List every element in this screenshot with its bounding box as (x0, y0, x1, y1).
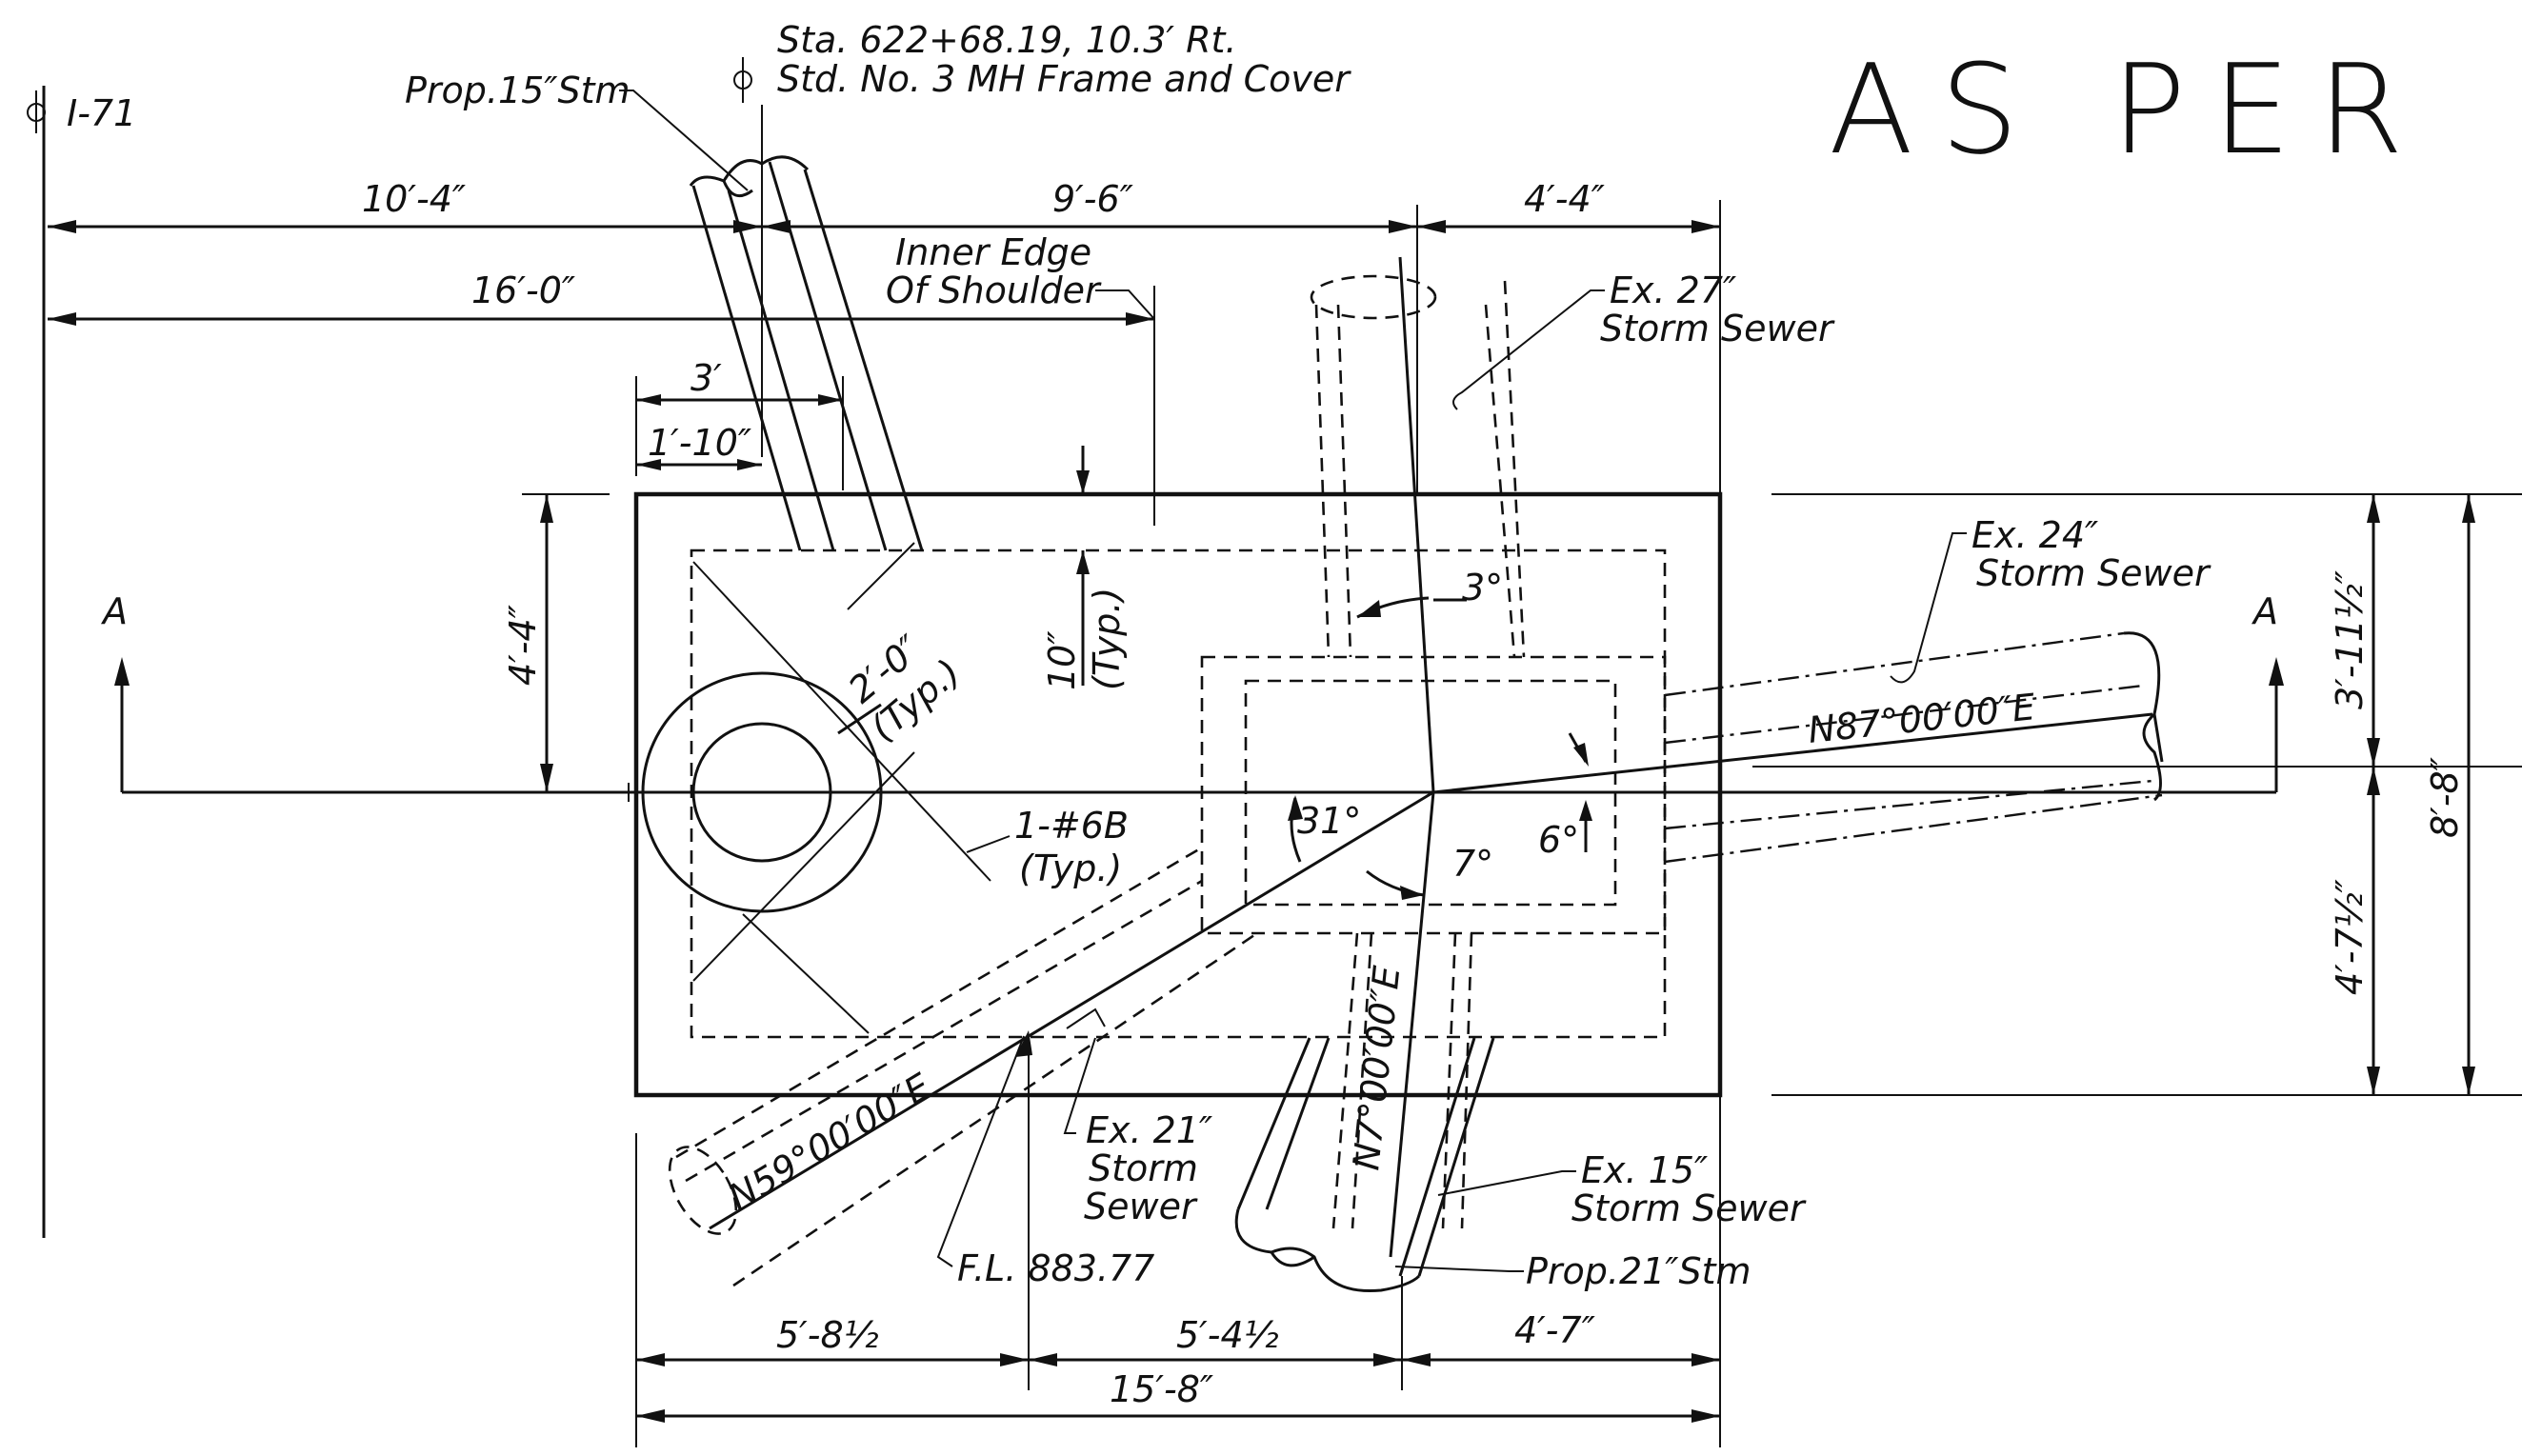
angle-31: 31° (1297, 800, 1361, 842)
ex24-label-line1: Ex. 24″ (1972, 514, 2098, 556)
manhole-centerline-icon (733, 57, 752, 103)
section-marker-right: A (2251, 590, 2278, 632)
section-marker-left: A (100, 590, 128, 632)
dim-8-8: 8′-8″ (2424, 757, 2466, 838)
prop-15-stm-label: Prop.15″Stm (405, 70, 630, 111)
ex15-label-line1: Ex. 15″ (1581, 1149, 1708, 1191)
station-text: Sta. 622+68.19, 10.3′ Rt. (777, 19, 1236, 61)
dim-5-4-half: 5′-4½ (1176, 1314, 1279, 1356)
ex27-label-line1: Ex. 27″ (1610, 269, 1736, 311)
dim-15-8: 15′-8″ (1110, 1368, 1213, 1410)
flow-line-label: F.L. 883.77 (957, 1247, 1154, 1289)
prop-21-stm-label: Prop.21″Stm (1526, 1250, 1751, 1292)
angle-6: 6° (1538, 819, 1579, 861)
inner-edge-line2: Of Shoulder (886, 269, 1102, 311)
centerline-label: I-71 (67, 92, 136, 134)
frame-cover-text: Std. No. 3 MH Frame and Cover (777, 58, 1351, 100)
angle-3: 3° (1462, 567, 1503, 608)
station-header: Sta. 622+68.19, 10.3′ Rt. Std. No. 3 MH … (733, 19, 1351, 103)
prop-21-storm-pipe: Prop.21″Stm (1234, 1037, 1751, 1293)
prop-15-storm-pipe: Prop.15″Stm (405, 70, 924, 551)
dim-9-6: 9′-6″ (1052, 178, 1133, 220)
dim-10-4: 10′-4″ (362, 178, 466, 220)
bottom-dimensions: 5′-8½ 5′-4½ 4′-7″ 15′-8″ (635, 1047, 1720, 1447)
ex24-label-line2: Storm Sewer (1976, 552, 2212, 594)
rebar-label-line1: 1-#6B (1014, 805, 1129, 847)
dim-5-8-half: 5′-8½ (776, 1314, 879, 1356)
dim-3: 3′ (691, 357, 722, 399)
wall-thickness: 10″ (Typ.) (1041, 446, 1128, 690)
dim-4-4-top: 4′-4″ (1524, 178, 1605, 220)
manhole-riser: 2′-0″ (Typ.) 1-#6B (Typ.) (641, 542, 1129, 1034)
top-dimensions: 10′-4″ 9′-6″ 4′-4″ 16′-0″ Inner Edge Of … (48, 105, 1721, 1447)
dim-4-4-left: 4′-4″ (502, 605, 544, 686)
ex-24-storm-sewer: Ex. 24″ Storm Sewer N87°00′00″E (1432, 514, 2212, 864)
dim-1-10: 1′-10″ (648, 422, 751, 464)
dim-4-7: 4′-7″ (1514, 1309, 1595, 1351)
angle-annotations: 3° 31° 7° 6° (1288, 567, 1592, 900)
ex21-label-line1: Ex. 21″ (1086, 1109, 1212, 1151)
bearing-n7: N7°00′00″E (1345, 964, 1408, 1172)
ex21-label-line3: Sewer (1084, 1186, 1198, 1227)
wall-label-line1: 10″ (1041, 630, 1083, 690)
ex27-label-line2: Storm Sewer (1600, 308, 1835, 349)
ex21-label-line2: Storm (1089, 1147, 1198, 1189)
left-dimension: 4′-4″ (502, 493, 610, 792)
dim-4-7-half: 4′-7½″ (2329, 879, 2371, 995)
ex-27-storm-sewer: Ex. 27″ Storm Sewer (1310, 256, 1835, 793)
dim-16-0: 16′-0″ (471, 269, 575, 311)
inner-edge-line1: Inner Edge (895, 231, 1091, 273)
right-dimensions: 3′-11½″ 4′-7½″ 8′-8″ (1752, 494, 2522, 1095)
angle-7: 7° (1452, 843, 1493, 885)
rebar-label-line2: (Typ.) (1019, 848, 1122, 889)
flow-line-callout: F.L. 883.77 (936, 1030, 1154, 1289)
ex-15-storm-sewer: Ex. 15″ Storm Sewer N7°00′00″E (1331, 791, 1807, 1258)
centerline-i71: I-71 (27, 86, 136, 1238)
section-line-a: A A (100, 590, 2284, 802)
centerline-symbol-icon (27, 90, 46, 133)
wall-label-line2: (Typ.) (1086, 588, 1128, 690)
drawing-title: AS PER (1829, 37, 2431, 182)
ex15-label-line2: Storm Sewer (1571, 1187, 1807, 1229)
dim-3-11-half: 3′-11½″ (2329, 570, 2371, 709)
bearing-n87: N87°00′00″E (1806, 686, 2037, 751)
